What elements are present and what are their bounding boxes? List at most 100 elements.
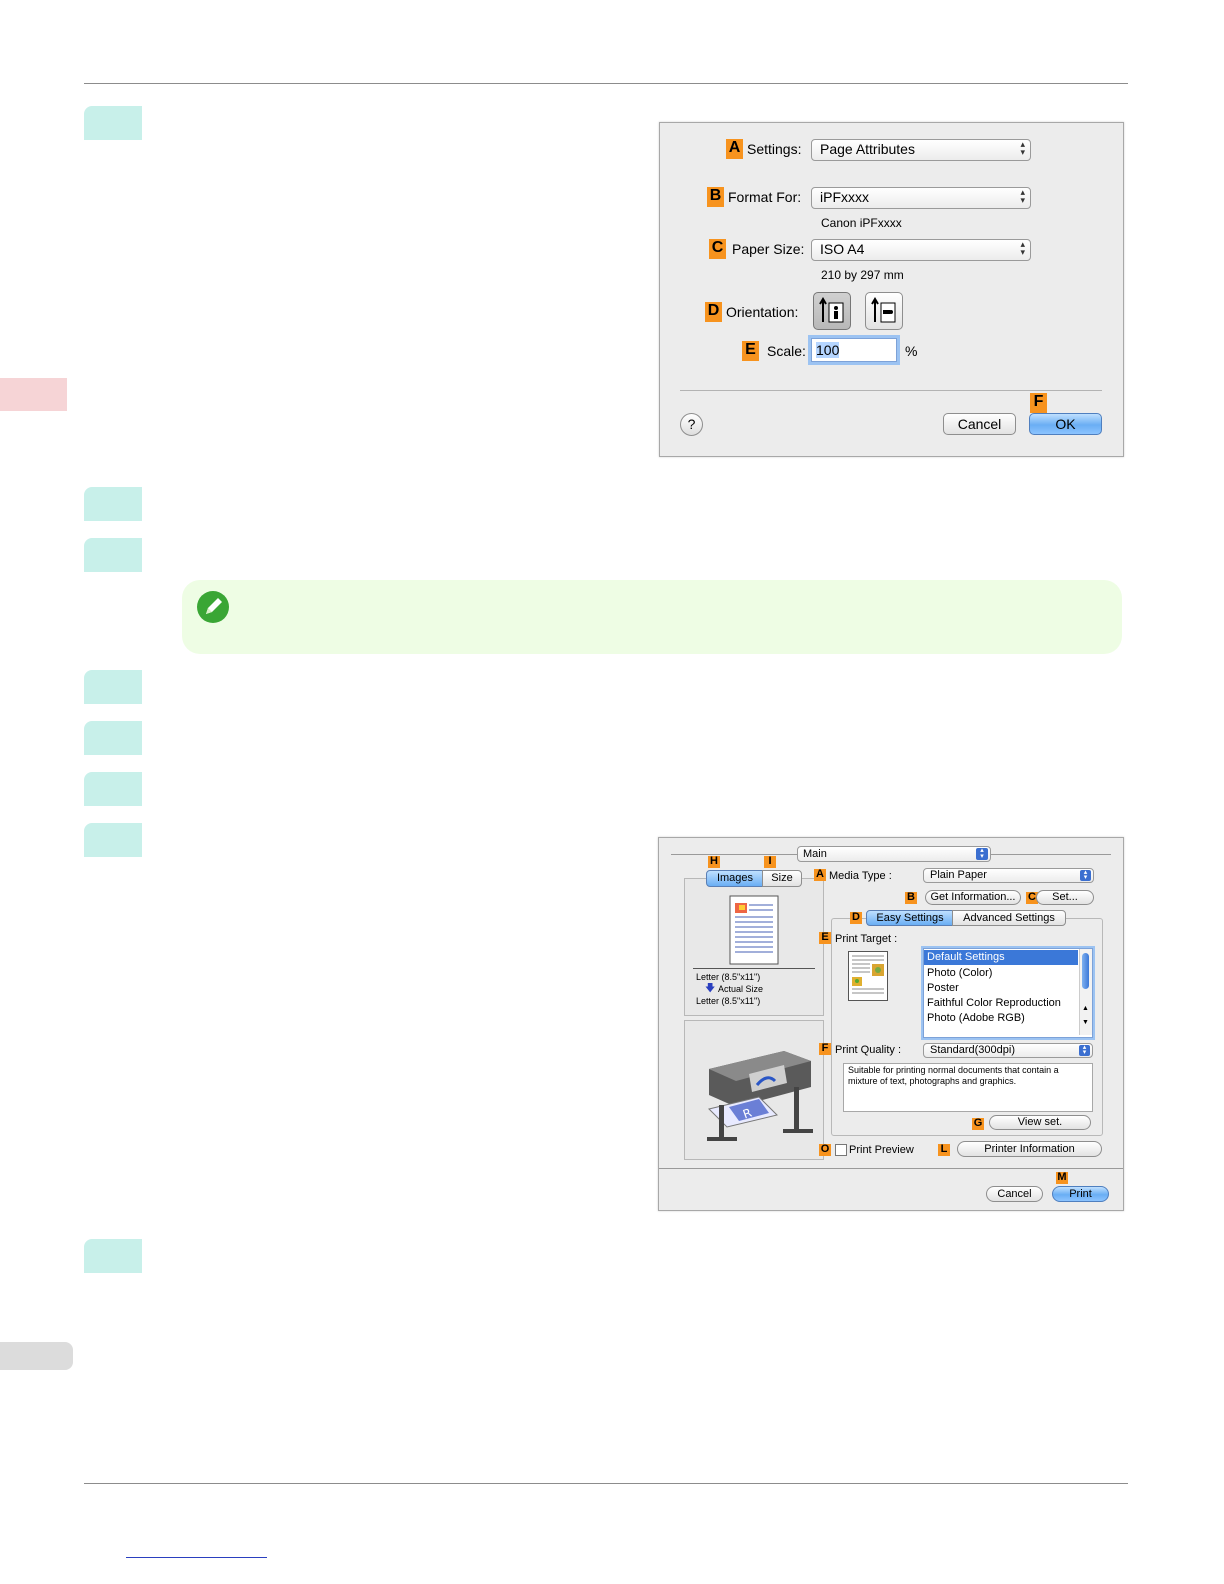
print-quality-description-box: Suitable for printing normal documents t… bbox=[843, 1063, 1093, 1112]
printer-information-button[interactable]: Printer Information bbox=[957, 1141, 1102, 1157]
printer-illustration: R bbox=[707, 1051, 813, 1141]
print-target-item[interactable]: Poster bbox=[927, 982, 959, 994]
badge-l: L bbox=[938, 1144, 950, 1156]
print-target-item[interactable]: Photo (Color) bbox=[927, 967, 993, 979]
updown-arrows-icon: ▴▾ bbox=[976, 847, 988, 860]
tab-images[interactable]: Images bbox=[706, 870, 764, 887]
badge-m: M bbox=[1056, 1171, 1068, 1184]
tab-advanced-settings-label: Advanced Settings bbox=[963, 912, 1055, 924]
help-button[interactable]: ? bbox=[680, 413, 703, 436]
format-for-popup[interactable]: iPFxxxx ▴▾ bbox=[811, 187, 1031, 209]
tab-easy-settings[interactable]: Easy Settings bbox=[866, 910, 954, 926]
updown-arrows-icon: ▴▾ bbox=[1079, 1044, 1090, 1056]
paper-size-popup[interactable]: ISO A4 ▴▾ bbox=[811, 239, 1031, 261]
list-scrollbar[interactable]: ▲ ▼ bbox=[1079, 949, 1092, 1035]
print-preview-checkbox[interactable] bbox=[835, 1144, 847, 1156]
chapter-tab bbox=[0, 378, 67, 411]
settings-popup[interactable]: Page Attributes ▴▾ bbox=[811, 139, 1031, 161]
updown-arrows-icon: ▴▾ bbox=[1020, 139, 1025, 157]
step-marker bbox=[84, 1239, 142, 1273]
badge-f: F bbox=[1030, 393, 1047, 413]
print-button[interactable]: Print bbox=[1052, 1186, 1109, 1202]
footer-link[interactable] bbox=[126, 1557, 267, 1558]
step-marker bbox=[84, 487, 142, 521]
cancel-label: Cancel bbox=[997, 1188, 1032, 1200]
settings-value: Page Attributes bbox=[820, 141, 915, 157]
badge-c: C bbox=[1026, 892, 1038, 904]
scale-label: Scale: bbox=[767, 343, 806, 359]
pencil-note-icon bbox=[197, 591, 229, 623]
cancel-button[interactable]: Cancel bbox=[943, 413, 1016, 435]
scrollbar-thumb[interactable] bbox=[1082, 953, 1089, 989]
preview-actual-size: Actual Size bbox=[718, 984, 764, 994]
badge-b: B bbox=[707, 187, 724, 207]
print-quality-popup[interactable]: Standard(300dpi) ▴▾ bbox=[923, 1043, 1093, 1058]
tab-images-label: Images bbox=[716, 872, 754, 884]
preview-paper-from: Letter (8.5"x11") bbox=[696, 972, 761, 982]
tab-size[interactable]: Size bbox=[762, 870, 802, 887]
panel-popup[interactable]: Main ▴▾ bbox=[797, 846, 991, 862]
ok-label: OK bbox=[1055, 416, 1076, 432]
badge-f: F bbox=[819, 1043, 831, 1055]
paper-size-dimensions: 210 by 297 mm bbox=[821, 268, 904, 282]
step-marker bbox=[84, 823, 142, 857]
format-for-value: iPFxxxx bbox=[820, 189, 869, 205]
badge-a: A bbox=[726, 139, 743, 159]
panel-value: Main bbox=[803, 848, 827, 860]
page-preview-icon bbox=[729, 895, 779, 965]
preview-panel: Letter (8.5"x11") 🡇 Actual Size Letter (… bbox=[684, 878, 824, 1016]
badge-d: D bbox=[705, 302, 722, 322]
landscape-orientation-icon bbox=[871, 297, 896, 323]
scale-value: 100 bbox=[816, 342, 840, 358]
scroll-down-icon[interactable]: ▼ bbox=[1082, 1019, 1089, 1026]
badge-e: E bbox=[819, 932, 831, 944]
page-setup-dialog: A Settings: Page Attributes ▴▾ B Format … bbox=[659, 122, 1124, 457]
header-rule bbox=[84, 83, 1128, 84]
badge-h: H bbox=[708, 856, 720, 868]
badge-a: A bbox=[814, 869, 826, 881]
media-type-label: Media Type : bbox=[829, 870, 892, 882]
print-target-item[interactable]: Faithful Color Reproduction bbox=[927, 997, 1061, 1009]
scale-input[interactable]: 100 bbox=[811, 338, 897, 362]
print-label: Print bbox=[1069, 1188, 1092, 1200]
format-for-printer: Canon iPFxxxx bbox=[821, 216, 902, 230]
preview-separator bbox=[693, 968, 815, 969]
step-marker bbox=[84, 106, 142, 140]
step-marker bbox=[84, 721, 142, 755]
view-set-button[interactable]: View set. bbox=[989, 1115, 1091, 1130]
get-information-label: Get Information... bbox=[930, 891, 1016, 903]
ok-button[interactable]: OK bbox=[1029, 413, 1102, 435]
print-quality-description: Suitable for printing normal documents t… bbox=[848, 1065, 1059, 1086]
print-dialog: Main ▴▾ H I Letter (8.5"x11") 🡇 Actual S… bbox=[658, 837, 1124, 1211]
print-preview-label: Print Preview bbox=[849, 1144, 914, 1156]
landscape-button[interactable] bbox=[865, 292, 903, 330]
dialog-separator bbox=[659, 1168, 1123, 1169]
view-set-label: View set. bbox=[1017, 1116, 1063, 1128]
paper-size-label: Paper Size: bbox=[732, 241, 805, 257]
get-information-button[interactable]: Get Information... bbox=[925, 890, 1021, 905]
print-target-list[interactable]: Default Settings Photo (Color) Poster Fa… bbox=[923, 948, 1093, 1038]
scroll-up-icon[interactable]: ▲ bbox=[1082, 1005, 1089, 1012]
portrait-button[interactable] bbox=[813, 292, 851, 330]
badge-e: E bbox=[742, 341, 759, 361]
format-for-label: Format For: bbox=[728, 189, 802, 205]
cancel-button[interactable]: Cancel bbox=[986, 1186, 1043, 1202]
preview-paper-to: Letter (8.5"x11") bbox=[696, 996, 761, 1006]
page-tab bbox=[0, 1342, 73, 1370]
arrow-down-icon: 🡇 bbox=[705, 983, 716, 994]
footer-rule bbox=[84, 1483, 1128, 1484]
print-target-item[interactable]: Default Settings bbox=[924, 950, 1078, 965]
print-target-item[interactable]: Photo (Adobe RGB) bbox=[927, 1012, 1025, 1024]
help-icon: ? bbox=[687, 416, 696, 432]
cancel-label: Cancel bbox=[957, 416, 1002, 432]
media-type-popup[interactable]: Plain Paper ▴▾ bbox=[923, 868, 1094, 883]
orientation-label: Orientation: bbox=[726, 304, 799, 320]
badge-i: I bbox=[764, 856, 776, 868]
tab-advanced-settings[interactable]: Advanced Settings bbox=[952, 910, 1066, 926]
updown-arrows-icon: ▴▾ bbox=[1020, 239, 1025, 257]
set-button[interactable]: Set... bbox=[1036, 890, 1094, 905]
panel-rule-right bbox=[991, 854, 1111, 855]
step-marker bbox=[84, 670, 142, 704]
dialog-separator bbox=[680, 390, 1102, 391]
badge-b: B bbox=[905, 892, 917, 904]
